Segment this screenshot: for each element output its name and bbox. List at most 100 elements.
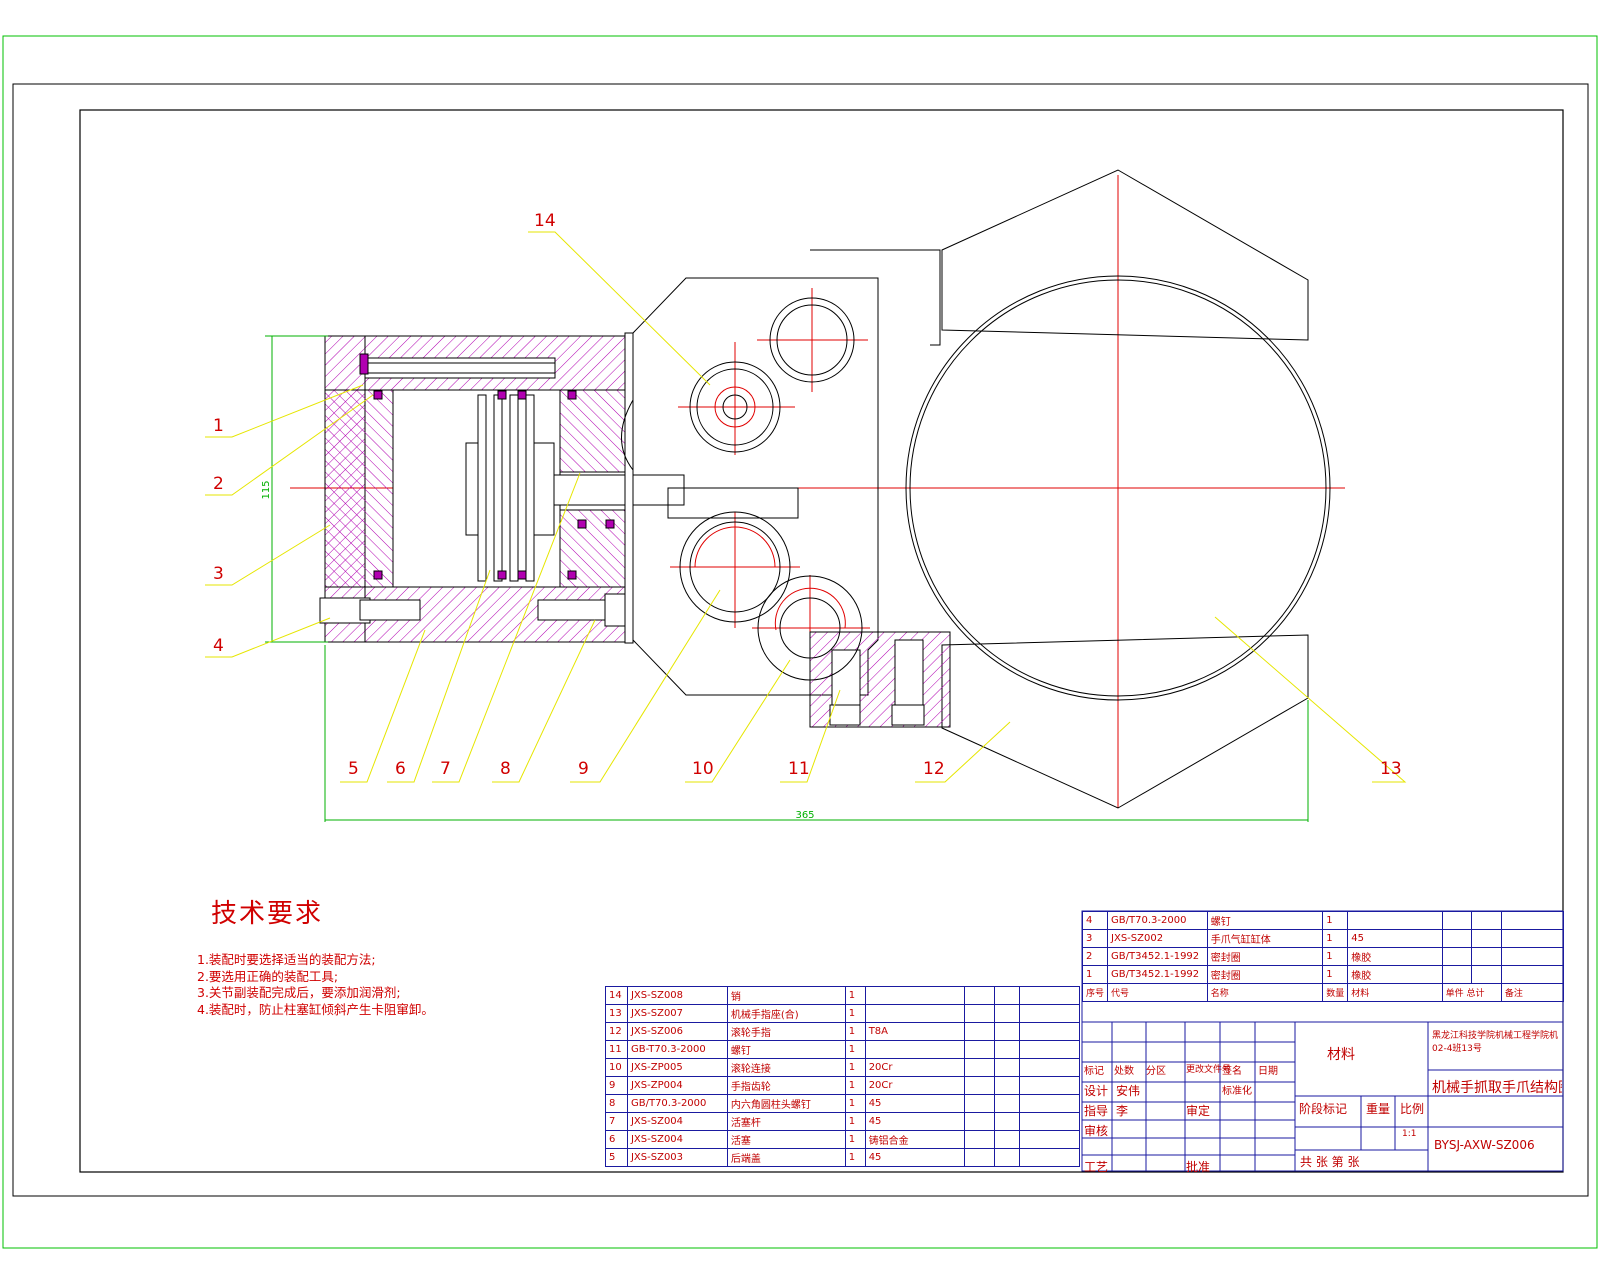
bom-cell-code: JXS-SZ004 <box>626 1130 728 1149</box>
bom-cell-empty <box>994 1004 1021 1023</box>
bom-cell-name: 机械手指座(合) <box>726 1004 846 1023</box>
callout-6: 6 <box>395 759 406 779</box>
bom-cell-code: GB/T70.3-2000 <box>1107 911 1208 930</box>
callout-7: 7 <box>440 759 451 779</box>
bom-cell-empty <box>1019 1076 1080 1095</box>
bom-cell-no: 6 <box>605 1130 628 1149</box>
bom-cell-qty: 1 <box>844 1094 866 1113</box>
marks-count: 处数 <box>1114 1066 1134 1077</box>
dimension-lines <box>265 335 1309 822</box>
bom-cell-empty <box>1441 929 1473 948</box>
bom-header-material: 材料 <box>1347 983 1443 1002</box>
bom-cell-material: 20Cr <box>864 1058 966 1077</box>
guide-label: 指导 <box>1084 1104 1109 1118</box>
bom-cell-empty <box>1019 1022 1080 1041</box>
cylinder-assembly <box>319 332 685 644</box>
bom-cell-empty <box>964 1040 996 1059</box>
design-name: 安伟 <box>1116 1084 1141 1098</box>
bom-cell-name: 手指齿轮 <box>726 1076 846 1095</box>
bom-cell-qty: 1 <box>1322 911 1349 930</box>
bom-cell-empty <box>964 1094 996 1113</box>
bom-cell-qty: 1 <box>844 1058 866 1077</box>
bom-cell-code: JXS-ZP005 <box>626 1058 728 1077</box>
bom-cell-code: GB/T70.3-2000 <box>626 1094 728 1113</box>
bom-cell-empty <box>1441 911 1473 930</box>
bom-header-mass: 单件 总计 <box>1441 983 1502 1002</box>
bom-cell-no: 11 <box>605 1040 628 1059</box>
bom-header-row: 序号代号名称数量材料单件 总计备注 <box>1081 983 1565 1002</box>
bom-cell-material: 45 <box>1347 929 1443 948</box>
callout-14: 14 <box>534 211 556 231</box>
workpiece-circle <box>905 275 1331 701</box>
bom-cell-qty: 1 <box>844 1112 866 1131</box>
bom-cell-empty <box>964 1130 996 1149</box>
bom-cell-empty <box>994 1040 1021 1059</box>
bom-cell-qty: 1 <box>844 1076 866 1095</box>
bom-cell-no: 4 <box>1081 911 1109 930</box>
bom-cell-code: JXS-SZ008 <box>626 986 728 1005</box>
bom-cell-code: JXS-SZ007 <box>626 1004 728 1023</box>
bom-cell-empty <box>1471 929 1502 948</box>
bom-cell-empty <box>964 1058 996 1077</box>
sheets-label: 共 张 第 张 <box>1300 1155 1360 1169</box>
bom-cell-empty <box>1019 1040 1080 1059</box>
stage-label: 阶段标记 <box>1299 1102 1348 1116</box>
bom-cell-name: 活塞杆 <box>726 1112 846 1131</box>
bom-cell-material: 橡胶 <box>1347 965 1443 984</box>
outer-frame <box>2 35 1598 1249</box>
bom-cell-no: 3 <box>1081 929 1109 948</box>
bom-cell-material <box>864 1004 966 1023</box>
bom-cell-empty <box>994 1058 1021 1077</box>
marks-date: 日期 <box>1258 1066 1278 1077</box>
rollers <box>679 297 863 681</box>
callout-9: 9 <box>578 759 589 779</box>
bom-cell-material: T8A <box>864 1022 966 1041</box>
bom-cell-empty <box>1019 1058 1080 1077</box>
bom-cell-no: 5 <box>605 1148 628 1167</box>
tech-title: 技术要求 <box>211 899 324 929</box>
title-block: 材料 黑龙江科技学院机械工程学院机02-4班13号 机械手抓取手爪结构图 BYS… <box>1082 1022 1564 1174</box>
approve-label: 批准 <box>1186 1160 1211 1174</box>
dim-width: 365 <box>795 810 814 821</box>
scale-value: 1:1 <box>1402 1129 1417 1139</box>
dim-height: 115 <box>261 480 272 499</box>
design-label: 设计 <box>1084 1084 1109 1098</box>
tech-line-1: 1.装配时要选择适当的装配方法; <box>197 952 376 967</box>
bom-cell-no: 2 <box>1081 947 1109 966</box>
bom-cell-code: GB/T3452.1-1992 <box>1107 965 1208 984</box>
bom-cell-code: JXS-SZ002 <box>1107 929 1208 948</box>
bom-cell-empty <box>1471 965 1502 984</box>
bom-cell-material: 45 <box>864 1094 966 1113</box>
bom-cell-name: 活塞 <box>726 1130 846 1149</box>
callout-5: 5 <box>348 759 359 779</box>
material-label: 材料 <box>1327 1047 1355 1063</box>
bom-cell-no: 1 <box>1081 965 1109 984</box>
bom-cell-empty <box>994 1076 1021 1095</box>
bom-cell-empty <box>994 1112 1021 1131</box>
marks-zone: 分区 <box>1146 1066 1166 1077</box>
bom-cell-empty <box>1019 1130 1080 1149</box>
bom-cell-empty <box>964 1112 996 1131</box>
callout-13: 13 <box>1380 759 1402 779</box>
bom-cell-no: 13 <box>605 1004 628 1023</box>
guide-name: 李 <box>1116 1104 1129 1118</box>
bom-cell-qty: 1 <box>844 1040 866 1059</box>
marks-sign: 签名 <box>1222 1066 1242 1077</box>
bom-cell-empty <box>1019 986 1080 1005</box>
bom-cell-empty <box>994 1022 1021 1041</box>
marks-label: 标记 <box>1084 1066 1104 1077</box>
bom-cell-code: JXS-SZ003 <box>626 1148 728 1167</box>
standard-label: 标准化 <box>1222 1086 1252 1097</box>
bom-cell-qty: 1 <box>1322 965 1349 984</box>
bom-cell-name: 后端盖 <box>726 1148 846 1167</box>
bom-cell-name: 密封圈 <box>1206 947 1324 966</box>
bom-cell-empty <box>964 1022 996 1041</box>
